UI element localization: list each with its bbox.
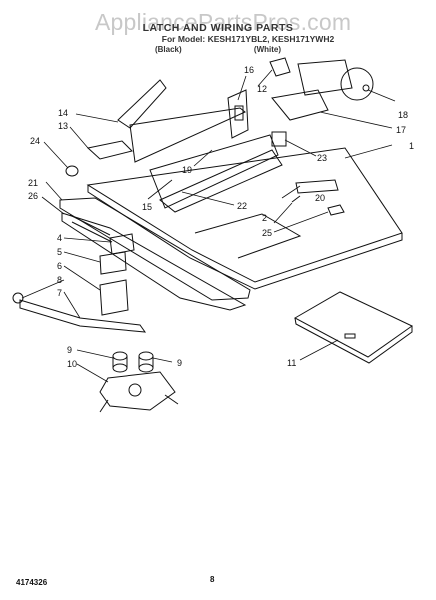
- cylinder-9-right: [138, 351, 154, 361]
- latch-leg-a: [99, 399, 109, 413]
- callout-19: 19: [182, 165, 192, 175]
- front-rail-26: [61, 212, 247, 311]
- switch-5: [99, 251, 127, 275]
- washer-24: [65, 165, 79, 177]
- block-12: [269, 57, 291, 77]
- callout-5: 5: [57, 247, 62, 257]
- page-number: 8: [210, 575, 215, 584]
- callout-17: 17: [396, 125, 406, 135]
- panel-11-edge: [294, 317, 413, 364]
- callout-11: 11: [287, 358, 296, 368]
- box-6: [99, 279, 129, 316]
- model-line: For Model: KESH171YBL2, KESH171YWH2: [161, 34, 335, 44]
- bracket-16: [227, 89, 249, 139]
- leader-lines: [21, 69, 396, 383]
- callout-15: 15: [142, 202, 152, 212]
- callout-7: 7: [57, 288, 62, 298]
- callout-23: 23: [317, 153, 327, 163]
- block-23: [271, 131, 287, 147]
- callout-4: 4: [57, 233, 62, 243]
- callout-25: 25: [262, 228, 272, 238]
- callout-12: 12: [257, 84, 267, 94]
- callout-1: 1: [409, 141, 414, 151]
- callout-13: 13: [58, 121, 68, 131]
- latch-mechanism-10: [99, 371, 176, 411]
- base-plate: [86, 147, 403, 283]
- callout-18: 18: [398, 110, 408, 120]
- cylinder-9-left-bottom: [112, 363, 128, 373]
- document-number: 4174326: [16, 578, 48, 587]
- latch-bracket-14: [117, 79, 167, 129]
- callout-26: 26: [28, 191, 38, 201]
- callout-20: 20: [315, 193, 325, 203]
- variant-black: (Black): [154, 45, 182, 54]
- rail-26-slot: [69, 214, 111, 236]
- screw-2: [291, 195, 301, 203]
- callout-24: 24: [30, 136, 40, 146]
- latch-pivot: [128, 383, 142, 397]
- rail-long-c: [159, 149, 283, 213]
- callout-22: 22: [237, 201, 247, 211]
- latch-leg-b: [164, 394, 179, 405]
- bracket-17: [271, 89, 329, 121]
- bracket-16-window: [234, 105, 244, 121]
- comb-20: [295, 179, 339, 194]
- callout-10: 10: [67, 359, 77, 369]
- callout-9-right: 9: [177, 358, 182, 368]
- parts-linework: [12, 57, 413, 413]
- callout-6: 6: [57, 261, 62, 271]
- callout-2: 2: [262, 213, 267, 223]
- rail-long-a: [129, 107, 246, 163]
- watermark-text: AppliancePartsPros.com: [95, 9, 352, 35]
- motor-18-body: [297, 59, 353, 96]
- callout-14: 14: [58, 108, 68, 118]
- panel-11: [293, 291, 413, 358]
- pin-8: [12, 292, 24, 304]
- diagram-title: LATCH AND WIRING PARTS: [142, 22, 294, 34]
- latch-13: [86, 140, 133, 160]
- variant-white: (White): [253, 45, 282, 54]
- rod-7: [19, 299, 147, 333]
- cylinder-9-left: [112, 351, 128, 361]
- color-variants: (Black) (White): [0, 45, 436, 54]
- motor-18-end: [340, 67, 374, 101]
- rail-long-b: [149, 134, 279, 209]
- clip-25: [327, 204, 345, 216]
- front-rail-21: [59, 197, 251, 301]
- panel-11-slot: [344, 333, 356, 339]
- rail-26-slot-b: [71, 221, 113, 243]
- callout-16: 16: [244, 65, 254, 75]
- callout-8: 8: [57, 275, 62, 285]
- cylinder-9-right-bottom: [138, 363, 154, 373]
- motor-18-hub: [362, 84, 370, 92]
- switch-4: [109, 233, 135, 255]
- base-plate-step: [194, 213, 302, 259]
- callout-labels: 1 2 4 5 6 7 8 9 9 10 11 12 13 14 15 16 1…: [28, 65, 414, 369]
- callout-21: 21: [28, 178, 38, 188]
- callout-9-left: 9: [67, 345, 72, 355]
